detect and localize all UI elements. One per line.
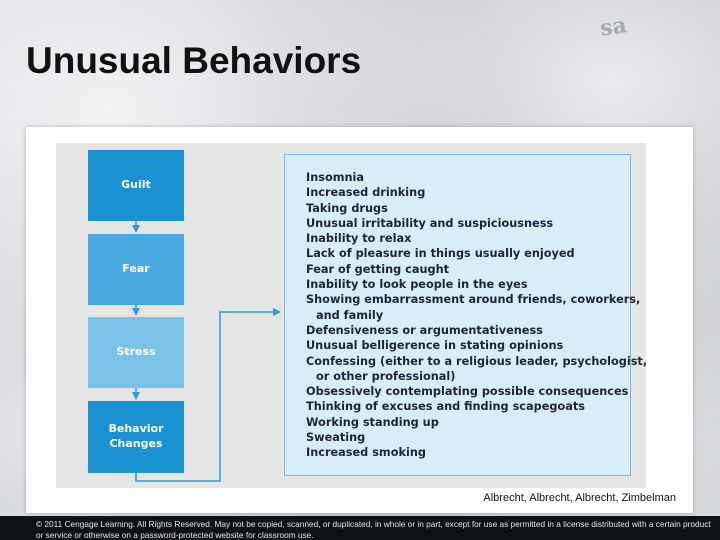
stage-guilt: Guilt — [88, 150, 184, 221]
copyright-footer: © 2011 Cengage Learning. All Rights Rese… — [0, 516, 720, 540]
stage-label-line2: Changes — [109, 437, 163, 450]
list-item: Unusual irritability and suspiciousness — [306, 216, 554, 230]
stage-behavior-changes: Behavior Changes — [88, 401, 184, 473]
stage-fear: Fear — [88, 234, 184, 305]
list-item-line1: Showing embarrassment around friends, co… — [306, 293, 641, 307]
list-item: Thinking of excuses and finding scapegoa… — [306, 400, 585, 414]
list-item: Obsessively contemplating possible conse… — [306, 385, 629, 399]
list-item: Insomnia — [306, 171, 365, 184]
stage-label-line1: Behavior — [108, 422, 164, 436]
source-credit: Albrecht, Albrecht, Albrecht, Zimbelman — [483, 492, 676, 504]
background-decoration: sa — [598, 12, 629, 42]
list-item: Inability to look people in the eyes — [306, 278, 528, 292]
list-item: Fear of getting caught — [306, 262, 450, 276]
list-item: Working standing up — [306, 415, 439, 429]
list-item: Taking drugs — [306, 201, 388, 215]
behaviors-box — [284, 154, 631, 476]
stage-stress: Stress — [88, 317, 184, 388]
list-item: Increased drinking — [306, 186, 426, 200]
list-item: Showing embarrassment around friends, co… — [306, 292, 647, 323]
list-item: Unusual belligerence in stating opinions — [306, 339, 564, 353]
list-item-line2: or other professional) — [316, 369, 456, 383]
copyright-text: © 2011 Cengage Learning. All Rights Rese… — [36, 519, 711, 540]
list-item: Defensiveness or argumentativeness — [306, 323, 543, 337]
slide-title: Unusual Behaviors — [26, 40, 362, 81]
list-item: Increased smoking — [306, 446, 426, 460]
list-item-line1: Confessing (either to a religious leader… — [306, 354, 648, 368]
list-item-line2: and family — [316, 308, 384, 322]
list-item: Sweating — [306, 431, 366, 445]
list-item: Inability to relax — [306, 232, 412, 246]
list-item: Confessing (either to a religious leader… — [306, 354, 647, 385]
behaviors-list: Insomnia Increased drinking Taking drugs… — [306, 170, 647, 461]
list-item: Lack of pleasure in things usually enjoy… — [306, 247, 575, 261]
